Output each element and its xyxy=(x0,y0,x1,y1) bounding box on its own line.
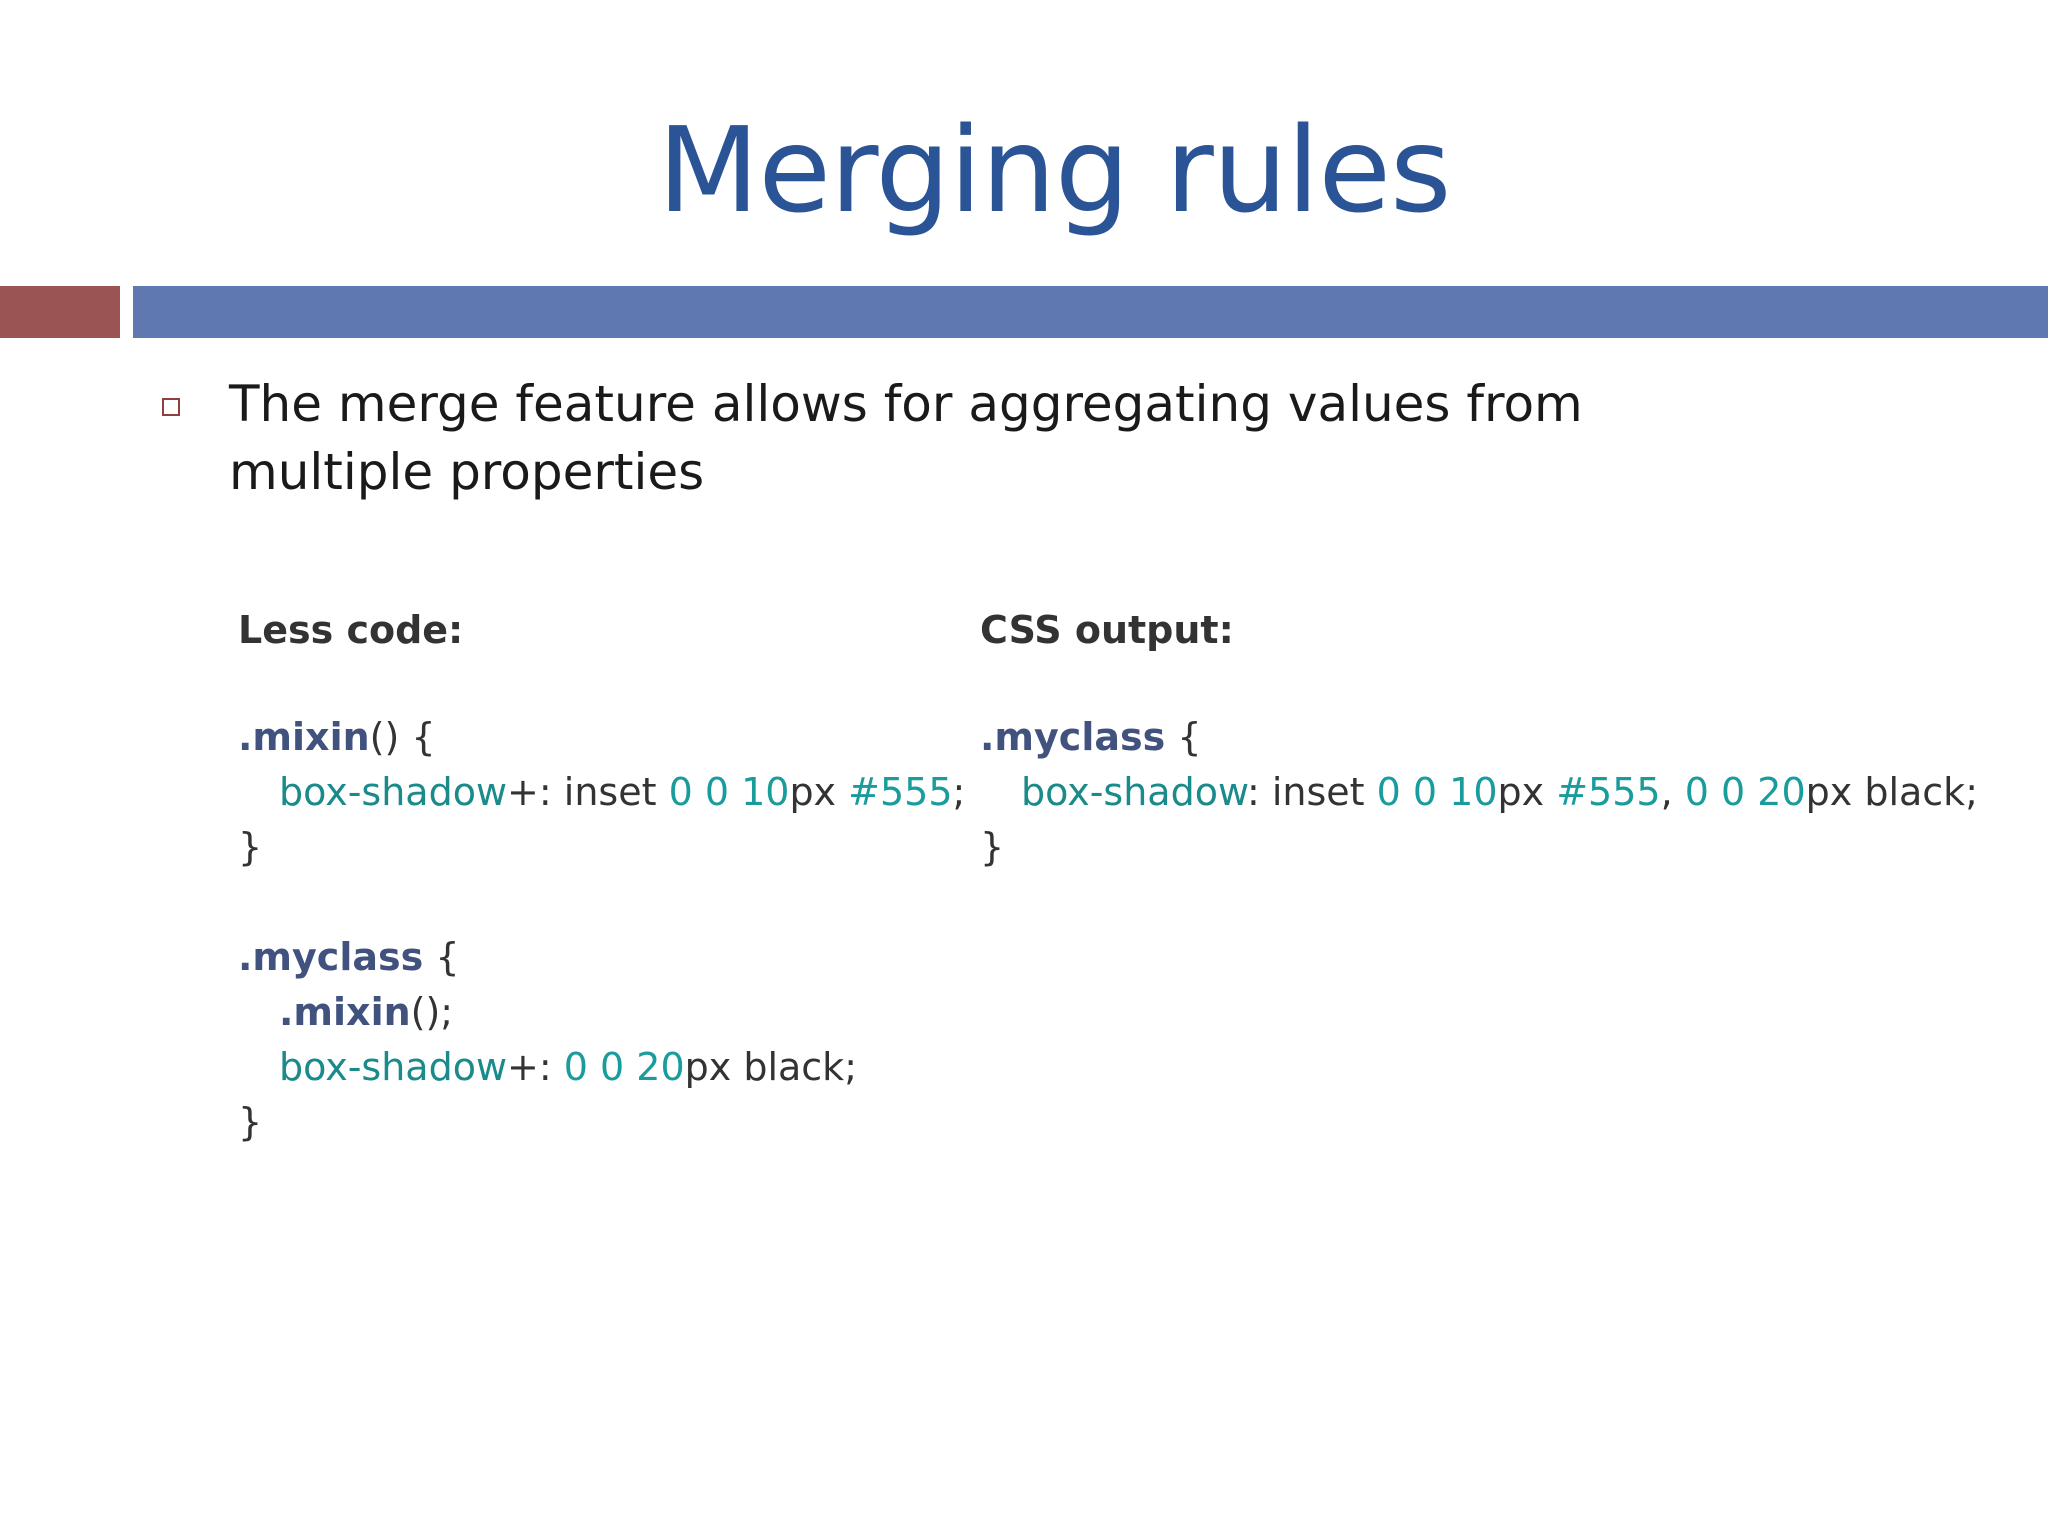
mixin-selector: .mixin xyxy=(238,715,370,759)
code-line: .myclass { xyxy=(238,930,965,985)
px-black: px black; xyxy=(1805,770,1978,814)
merge-operator: +: xyxy=(507,1045,564,1089)
colon: : xyxy=(1246,770,1272,814)
code-line: .mixin() { xyxy=(238,710,965,765)
code-line: box-shadow+: 0 0 20px black; xyxy=(238,1040,965,1095)
semicolon: ; xyxy=(952,770,966,814)
closing-brace: } xyxy=(238,1100,263,1144)
opening-brace: { xyxy=(423,935,460,979)
less-code-block: .mixin() {box-shadow+: inset 0 0 10px #5… xyxy=(238,710,965,1150)
bullet-square-icon xyxy=(162,398,180,416)
color-value: #555 xyxy=(1556,770,1661,814)
mixin-call-parens: (); xyxy=(410,990,454,1034)
myclass-selector: .myclass xyxy=(238,935,424,979)
closing-brace: } xyxy=(238,825,263,869)
title-divider-left xyxy=(0,286,120,338)
shadow-numbers: 0 0 20 xyxy=(563,1045,685,1089)
css-output-block: .myclass {box-shadow: inset 0 0 10px #55… xyxy=(980,710,1978,875)
code-line: box-shadow: inset 0 0 10px #555, 0 0 20p… xyxy=(980,765,1978,820)
property-name: box-shadow xyxy=(1021,770,1247,814)
px-unit: px xyxy=(789,770,849,814)
css-output-heading: CSS output: xyxy=(980,608,1234,652)
color-value: #555 xyxy=(848,770,953,814)
merge-operator: +: xyxy=(507,770,564,814)
less-code-heading: Less code: xyxy=(238,608,464,652)
code-line: .myclass { xyxy=(980,710,1978,765)
opening-brace: { xyxy=(1165,715,1202,759)
property-name: box-shadow xyxy=(279,770,508,814)
inset-keyword: inset xyxy=(1271,770,1377,814)
code-line: } xyxy=(980,820,1978,875)
code-line: } xyxy=(238,820,965,875)
slide-title: Merging rules xyxy=(657,101,1452,239)
mixin-parens: () { xyxy=(369,715,436,759)
inset-numbers: 0 0 10 xyxy=(668,770,790,814)
code-line: } xyxy=(238,1095,965,1150)
inset-numbers: 0 0 10 xyxy=(1376,770,1498,814)
code-line: box-shadow+: inset 0 0 10px #555; xyxy=(238,765,965,820)
inset-keyword: inset xyxy=(563,770,669,814)
px-black: px black; xyxy=(684,1045,857,1089)
closing-brace: } xyxy=(980,825,1005,869)
myclass-selector: .myclass xyxy=(980,715,1166,759)
comma: , xyxy=(1660,770,1685,814)
px-unit: px xyxy=(1497,770,1557,814)
mixin-call-selector: .mixin xyxy=(279,990,411,1034)
code-line: .mixin(); xyxy=(238,985,965,1040)
property-name: box-shadow xyxy=(279,1045,508,1089)
shadow-numbers: 0 0 20 xyxy=(1684,770,1806,814)
title-divider-right xyxy=(133,286,2048,338)
bullet-text: The merge feature allows for aggregating… xyxy=(229,375,1583,501)
